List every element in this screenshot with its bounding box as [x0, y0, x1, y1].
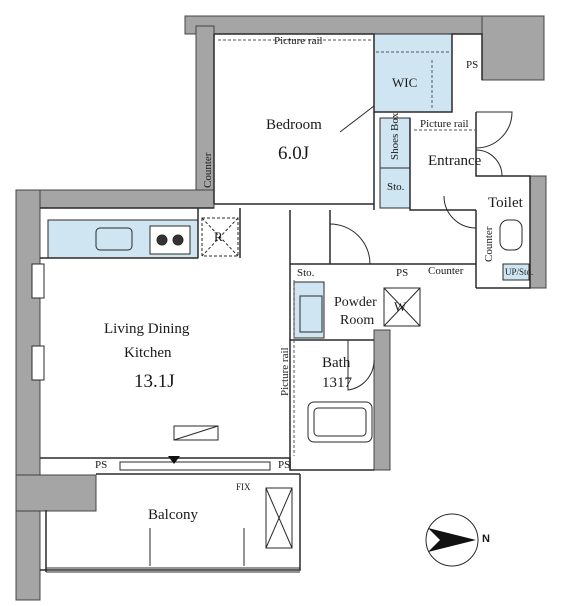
- powder-counter-fill: [293, 281, 325, 339]
- bath-door: [347, 340, 375, 391]
- balcony-label: Balcony: [148, 507, 198, 523]
- burner-2: [172, 234, 184, 246]
- ps-right-bottom-label: PS: [278, 459, 291, 471]
- ps-left-bottom-label: PS: [95, 459, 108, 471]
- sto-powder-label: Sto.: [297, 267, 315, 279]
- counter-powder-label: Counter: [428, 265, 464, 277]
- toilet-bowl: [499, 219, 523, 251]
- bath-size: 1317: [322, 375, 352, 391]
- bedroom-door: [339, 105, 375, 133]
- view-marker: [168, 456, 180, 464]
- entrance-door: [475, 111, 513, 149]
- ps-top-right-label: PS: [466, 59, 479, 71]
- powder-label-line2: Room: [340, 313, 375, 328]
- up-sto-label: UP/Sto.: [505, 267, 534, 277]
- counter-bedroom-label: Counter: [202, 152, 214, 188]
- toilet-door: [475, 149, 503, 177]
- wall-top-left-stub: [184, 15, 486, 35]
- doors: [329, 105, 513, 391]
- fridge-label: R: [214, 229, 223, 244]
- wall-ldk-top: [15, 189, 215, 209]
- ps-powder-label: PS: [396, 267, 409, 279]
- stove: [149, 225, 191, 255]
- entrance-label: Entrance: [428, 153, 482, 169]
- bath-label: Bath: [322, 355, 351, 371]
- wic-fill: [373, 33, 453, 113]
- powder-door: [329, 223, 371, 265]
- picture-rails: [218, 39, 476, 456]
- wic-label: WIC: [392, 75, 418, 90]
- bedroom-size: 6.0J: [278, 143, 310, 164]
- powder-label-line1: Powder: [334, 295, 377, 310]
- storage-fills: [47, 33, 530, 339]
- picture-rail-vertical-label: Picture rail: [279, 347, 291, 396]
- toilet-door-2: [443, 195, 477, 229]
- vanity: [299, 295, 323, 333]
- ldk-name-line1: Living Dining: [104, 321, 190, 337]
- compass: [425, 513, 479, 567]
- shoes-box-label: Shoes Box: [389, 112, 401, 160]
- wall-column-top-right: [481, 15, 545, 81]
- bathtub: [307, 401, 373, 443]
- balcony-unit: [265, 487, 293, 549]
- ldk-size: 13.1J: [134, 371, 175, 392]
- compass-north-label: N: [482, 533, 490, 545]
- wall-bath-right: [373, 329, 391, 471]
- windows: [31, 263, 271, 471]
- counter-toilet-label: Counter: [483, 226, 495, 262]
- bathtub-inner: [313, 407, 367, 437]
- floor-hatch: [173, 425, 219, 441]
- fridge-box: [201, 217, 239, 257]
- picture-rail-entrance-label: Picture rail: [420, 118, 469, 130]
- kitchen-fixtures: [95, 217, 523, 549]
- burner-1: [156, 234, 168, 246]
- ldk-name-line2: Kitchen: [124, 345, 172, 361]
- sto-entrance-fill: [379, 167, 411, 209]
- toilet-label: Toilet: [488, 195, 523, 211]
- bedroom-name: Bedroom: [266, 117, 322, 133]
- sto-entrance-label: Sto.: [387, 181, 405, 193]
- interior-walls: [40, 33, 531, 572]
- fix-label: FIX: [236, 482, 251, 492]
- picture-rail-top-label: Picture rail: [274, 35, 323, 47]
- up-sto-fill: [502, 263, 530, 281]
- wall-left-lower-block: [15, 474, 97, 512]
- balcony-railing: [46, 528, 300, 573]
- wall-left-outer: [15, 189, 41, 601]
- shoes-box-fill: [379, 117, 411, 169]
- sink: [95, 227, 133, 251]
- washer-label: W: [394, 299, 407, 314]
- washer-box: [383, 287, 421, 327]
